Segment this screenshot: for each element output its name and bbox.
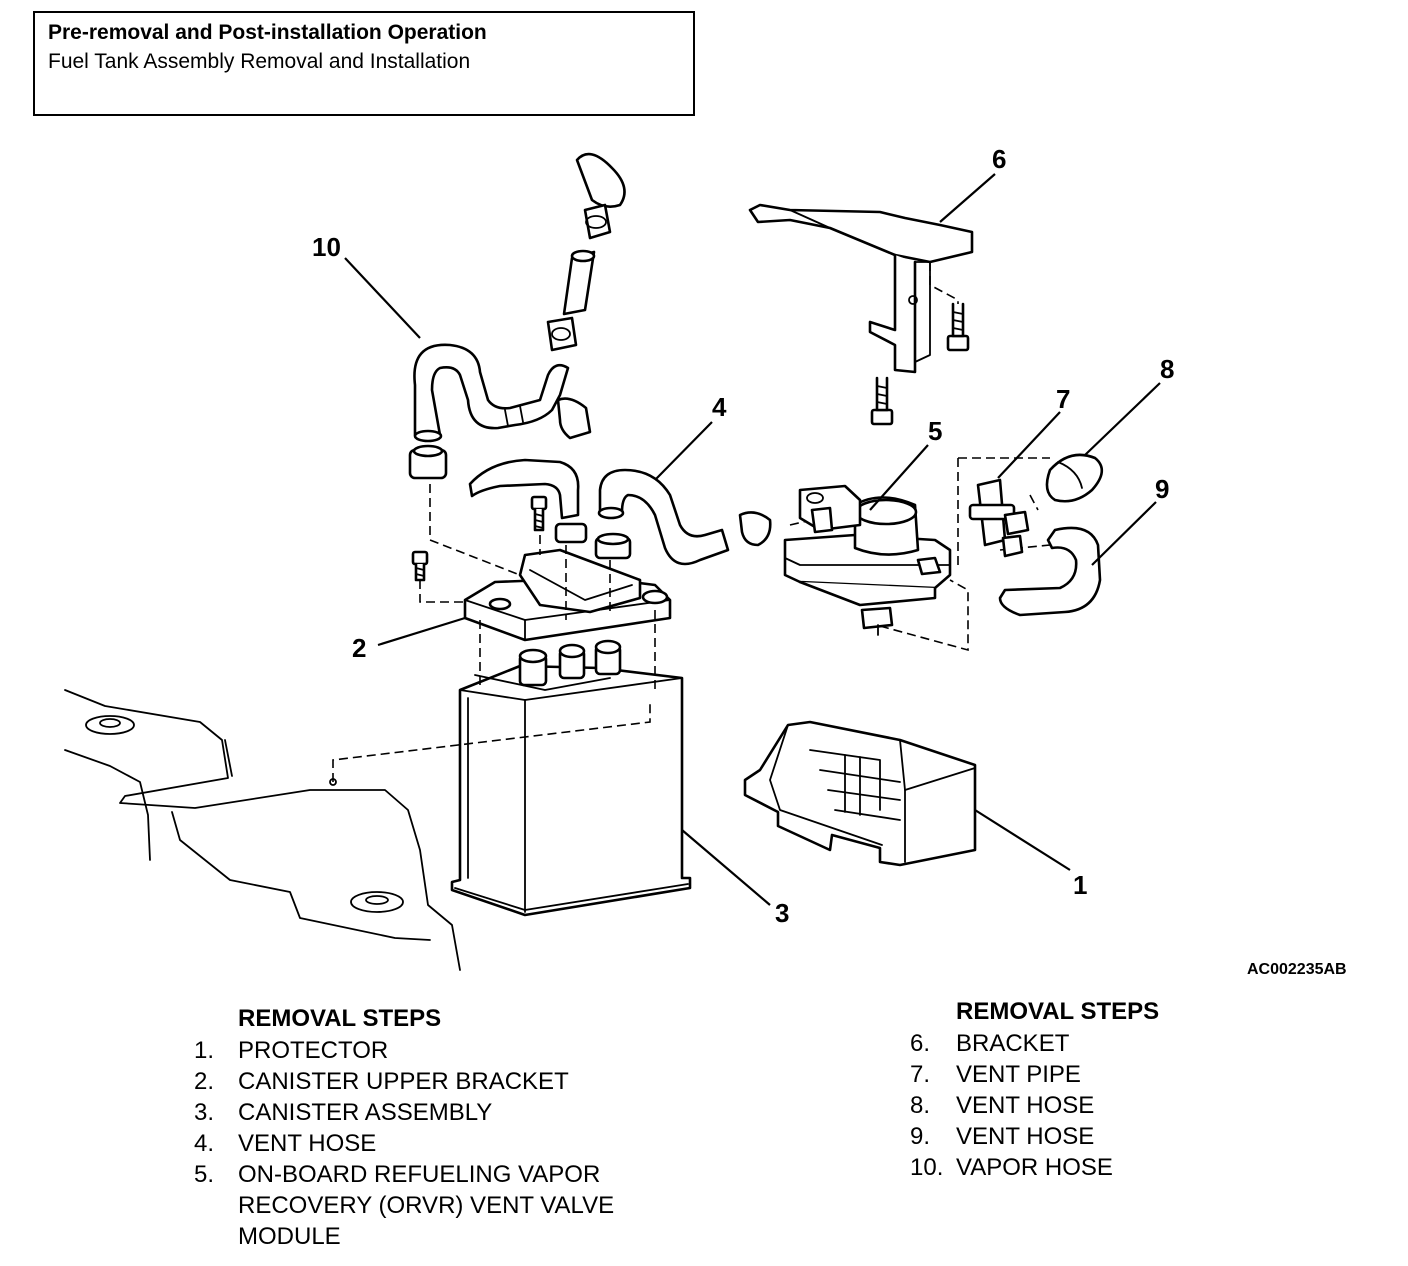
list-item: 3. CANISTER ASSEMBLY — [194, 1097, 614, 1128]
list-item: 1. PROTECTOR — [194, 1035, 614, 1066]
list-item: 9. VENT HOSE — [910, 1121, 1113, 1152]
step-label: ON-BOARD REFUELING VAPOR RECOVERY (ORVR)… — [238, 1161, 615, 1250]
header-box: Pre-removal and Post-installation Operat… — [33, 11, 695, 116]
bracket — [748, 203, 974, 426]
leader-lines — [344, 173, 1161, 906]
step-label: VENT HOSE — [956, 1123, 1095, 1150]
callout-numbers: 1 2 3 4 5 6 7 8 9 10 — [312, 144, 1174, 928]
callout-9: 9 — [1155, 474, 1169, 504]
vent-hose — [468, 458, 730, 566]
vent-hose-9 — [998, 526, 1102, 617]
callout-4: 4 — [712, 392, 727, 422]
list-item: 8. VENT HOSE — [910, 1090, 1113, 1121]
steps-left-heading: REMOVAL STEPS — [238, 1005, 442, 1032]
callout-1: 1 — [1073, 870, 1087, 900]
step-number: 6. — [910, 1030, 931, 1057]
callout-10: 10 — [312, 232, 341, 262]
vent-hose-8 — [1045, 453, 1104, 503]
protector — [743, 720, 977, 867]
step-label: VENT HOSE — [238, 1130, 377, 1157]
header-subtitle: Fuel Tank Assembly Removal and Installat… — [48, 50, 471, 73]
step-label: VENT HOSE — [956, 1092, 1095, 1119]
canister-upper-bracket — [463, 548, 672, 642]
step-label: VENT PIPE — [956, 1061, 1081, 1088]
step-number: 9. — [910, 1123, 931, 1150]
step-number: 5. — [194, 1161, 215, 1188]
fuel-tank-surface — [64, 689, 461, 971]
callout-6: 6 — [992, 144, 1006, 174]
vent-pipe — [968, 478, 1030, 558]
step-label: CANISTER ASSEMBLY — [238, 1099, 493, 1126]
step-number: 8. — [910, 1092, 931, 1119]
list-item: 4. VENT HOSE — [194, 1128, 614, 1159]
steps-right-list: 6. BRACKET 7. VENT PIPE 8. VENT HOSE 9. VENT… — [910, 1028, 1113, 1183]
assembly-lines — [332, 262, 1051, 782]
list-item: 5. ON-BOARD REFUELING VAPOR RECOVERY (ORV… — [194, 1159, 614, 1252]
steps-right-heading: REMOVAL STEPS — [956, 998, 1160, 1025]
header-title: Pre-removal and Post-installation Operat… — [48, 21, 487, 44]
list-item: 10. VAPOR HOSE — [910, 1152, 1113, 1183]
callout-8: 8 — [1160, 354, 1174, 384]
steps-left-list: 1. PROTECTOR 2. CANISTER UPPER BRACKET 3. C… — [194, 1035, 614, 1252]
callout-3: 3 — [775, 898, 789, 928]
vapor-hose — [408, 152, 626, 480]
step-number: 1. — [194, 1037, 215, 1064]
orvr-vent-valve-module — [738, 484, 952, 636]
callout-5: 5 — [928, 416, 942, 446]
callout-2: 2 — [352, 633, 366, 663]
step-label: PROTECTOR — [238, 1037, 389, 1064]
step-label: VAPOR HOSE — [956, 1154, 1113, 1181]
canister-assembly — [450, 639, 692, 917]
step-label: CANISTER UPPER BRACKET — [238, 1068, 569, 1095]
list-item: 6. BRACKET — [910, 1028, 1113, 1059]
step-number: 3. — [194, 1099, 215, 1126]
list-item: 2. CANISTER UPPER BRACKET — [194, 1066, 614, 1097]
callout-7: 7 — [1056, 384, 1070, 414]
figure-code: AC002235AB — [1247, 961, 1347, 978]
list-item: 7. VENT PIPE — [910, 1059, 1113, 1090]
step-number: 10. — [910, 1154, 944, 1181]
step-number: 4. — [194, 1130, 215, 1157]
step-label: BRACKET — [956, 1030, 1070, 1057]
step-number: 2. — [194, 1068, 215, 1095]
step-number: 7. — [910, 1061, 931, 1088]
